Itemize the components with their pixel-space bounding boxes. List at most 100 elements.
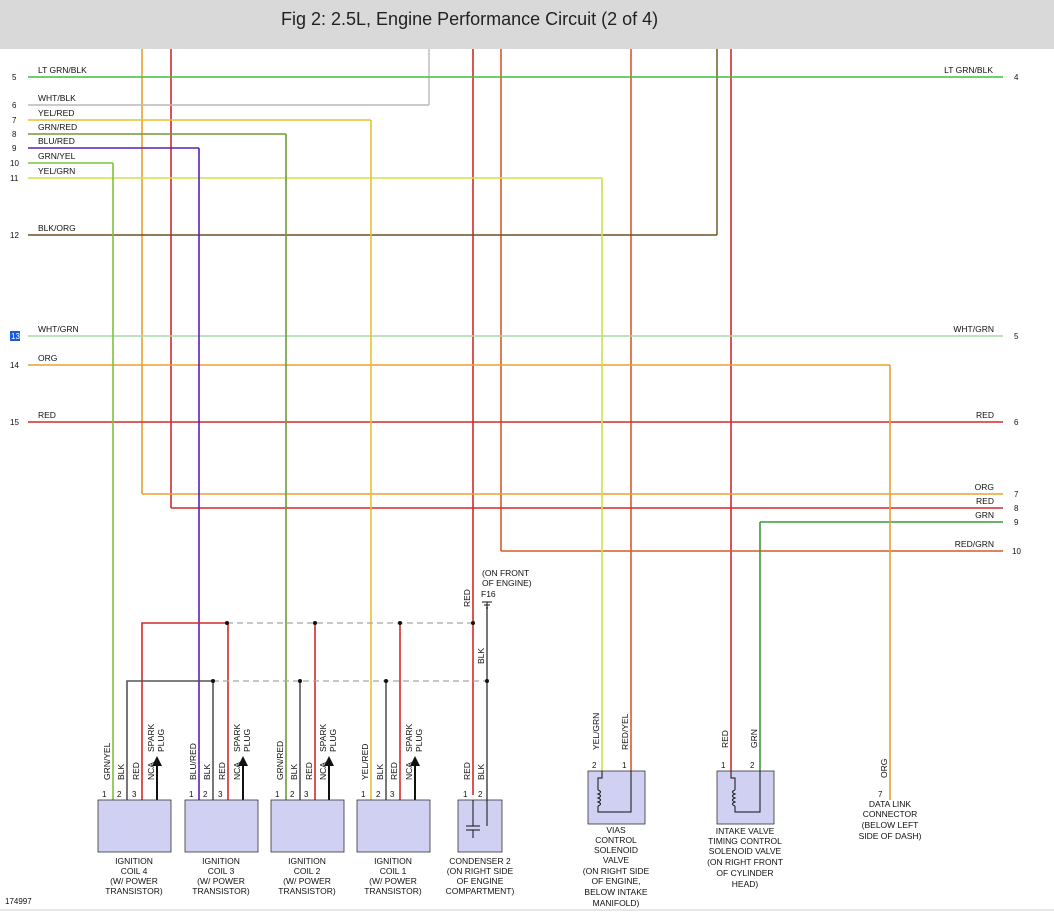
- vias-label: BELOW INTAKE: [584, 887, 647, 897]
- pin-1: 1: [275, 790, 280, 799]
- pin-1: 1: [102, 790, 107, 799]
- intake-label: INTAKE VALVE: [716, 826, 775, 836]
- pin-1: 1: [361, 790, 366, 799]
- right-wire-label: RED: [976, 410, 994, 420]
- right-pin: 5: [1014, 332, 1019, 341]
- label-spark: SPARK: [232, 723, 242, 752]
- right-pin: 6: [1014, 418, 1019, 427]
- label-blk: BLK: [202, 764, 212, 780]
- label-blk: BLK: [375, 764, 385, 780]
- left-wire-label: WHT/GRN: [38, 324, 79, 334]
- left-pin: 8: [12, 130, 17, 139]
- coil1-label: COIL 1: [380, 866, 407, 876]
- intake-label: TIMING CONTROL: [708, 836, 782, 846]
- vias-label: VIAS: [606, 825, 626, 835]
- condenser-label: CONDENSER 2: [449, 856, 511, 866]
- label-grn-red: GRN/RED: [275, 741, 285, 780]
- coil4-label: TRANSISTOR): [105, 886, 163, 896]
- label-plug: PLUG: [328, 729, 338, 752]
- ignition-coil-4-box: [97, 799, 172, 853]
- left-pin: 5: [12, 73, 17, 82]
- label-red: RED: [217, 762, 227, 780]
- ignition-coil-3-box: [184, 799, 259, 853]
- condenser-label: COMPARTMENT): [446, 886, 515, 896]
- vias-label: OF ENGINE,: [591, 876, 640, 886]
- pin-2: 2: [376, 790, 381, 799]
- left-pin: 13: [11, 332, 20, 341]
- right-pin: 9: [1014, 518, 1019, 527]
- pin-3: 3: [132, 790, 137, 799]
- ground-icon: [482, 601, 492, 609]
- intake-label: HEAD): [732, 879, 759, 889]
- vias-solenoid-box: [587, 770, 646, 825]
- condenser-label: (ON RIGHT SIDE: [447, 866, 514, 876]
- right-wire-label: WHT/GRN: [953, 324, 994, 334]
- label-blk: BLK: [476, 764, 486, 780]
- left-wire-label: GRN/RED: [38, 122, 77, 132]
- label-red: RED: [720, 730, 730, 748]
- component-pin-numbers: 1 2 3 1 2 3 1 2 3 1 2 3 1 2 2 1 2 1 7: [102, 761, 883, 799]
- right-wire-label: GRN: [975, 510, 994, 520]
- label-plug: PLUG: [242, 729, 252, 752]
- left-pin: 12: [10, 231, 19, 240]
- vertical-wire-labels: GRN/YEL BLK RED NCA SPARK PLUG BLU/RED B…: [102, 589, 889, 780]
- right-pin: 4: [1014, 73, 1019, 82]
- label-blk: BLK: [116, 764, 126, 780]
- right-pin: 8: [1014, 504, 1019, 513]
- solenoid-coil-icon: [596, 771, 632, 813]
- vias-label: SOLENOID: [594, 845, 638, 855]
- pin-2: 2: [203, 790, 208, 799]
- pin-2: 2: [750, 761, 755, 770]
- coil3-label: TRANSISTOR): [192, 886, 250, 896]
- pin-3: 3: [304, 790, 309, 799]
- left-wire-label: YEL/RED: [38, 108, 74, 118]
- label-grn: GRN: [749, 729, 759, 748]
- left-pin: 9: [12, 144, 17, 153]
- figure-id: 174997: [5, 897, 32, 906]
- label-red: RED: [131, 762, 141, 780]
- pin-3: 3: [218, 790, 223, 799]
- right-wire-label: LT GRN/BLK: [944, 65, 993, 75]
- label-blk: BLK: [289, 764, 299, 780]
- pin-1: 1: [721, 761, 726, 770]
- ground-note-2: OF ENGINE): [482, 578, 532, 588]
- right-wire-label: ORG: [975, 482, 994, 492]
- left-wire-label: YEL/GRN: [38, 166, 75, 176]
- coil4-label: COIL 4: [121, 866, 148, 876]
- component-labels: IGNITION COIL 4 (W/ POWER TRANSISTOR) IG…: [105, 799, 921, 908]
- label-red-yel: RED/YEL: [620, 713, 630, 750]
- intake-label: (ON RIGHT FRONT: [707, 857, 783, 867]
- left-connector: 5 LT GRN/BLK 6 WHT/BLK 7 YEL/RED 8 GRN/R…: [10, 65, 87, 427]
- ignition-coil-2-box: [270, 799, 345, 853]
- left-pin: 7: [12, 116, 17, 125]
- ignition-coil-1-box: [356, 799, 431, 853]
- left-wire-label: RED: [38, 410, 56, 420]
- coil2-label: (W/ POWER: [283, 876, 331, 886]
- intake-solenoid-box: [716, 770, 775, 825]
- coil3-label: IGNITION: [202, 856, 240, 866]
- left-wire-label: ORG: [38, 353, 57, 363]
- label-spark: SPARK: [318, 723, 328, 752]
- label-blu-red: BLU/RED: [188, 743, 198, 780]
- label-nca: NCA: [404, 762, 414, 780]
- intake-label: SOLENOID VALVE: [709, 846, 782, 856]
- title-bar: Fig 2: 2.5L, Engine Performance Circuit …: [0, 0, 1054, 49]
- pin-2: 2: [592, 761, 597, 770]
- pin-2: 2: [117, 790, 122, 799]
- pin-2: 2: [290, 790, 295, 799]
- wire-blk-coil4: [126, 680, 213, 800]
- label-red: RED: [462, 762, 472, 780]
- ground-note-1: (ON FRONT: [482, 568, 529, 578]
- left-wire-label: BLU/RED: [38, 136, 75, 146]
- left-pin: 14: [10, 361, 19, 370]
- pin-1: 1: [189, 790, 194, 799]
- label-red: RED: [304, 762, 314, 780]
- right-connector: LT GRN/BLK 4 WHT/GRN 5 RED 6 ORG 7 RED 8…: [944, 65, 1021, 556]
- label-nca: NCA: [232, 762, 242, 780]
- wire-red-coil4: [141, 622, 227, 800]
- label-plug: PLUG: [414, 729, 424, 752]
- vias-label: VALVE: [603, 855, 629, 865]
- vias-label: CONTROL: [595, 835, 637, 845]
- dlc-label: DATA LINK: [869, 799, 912, 809]
